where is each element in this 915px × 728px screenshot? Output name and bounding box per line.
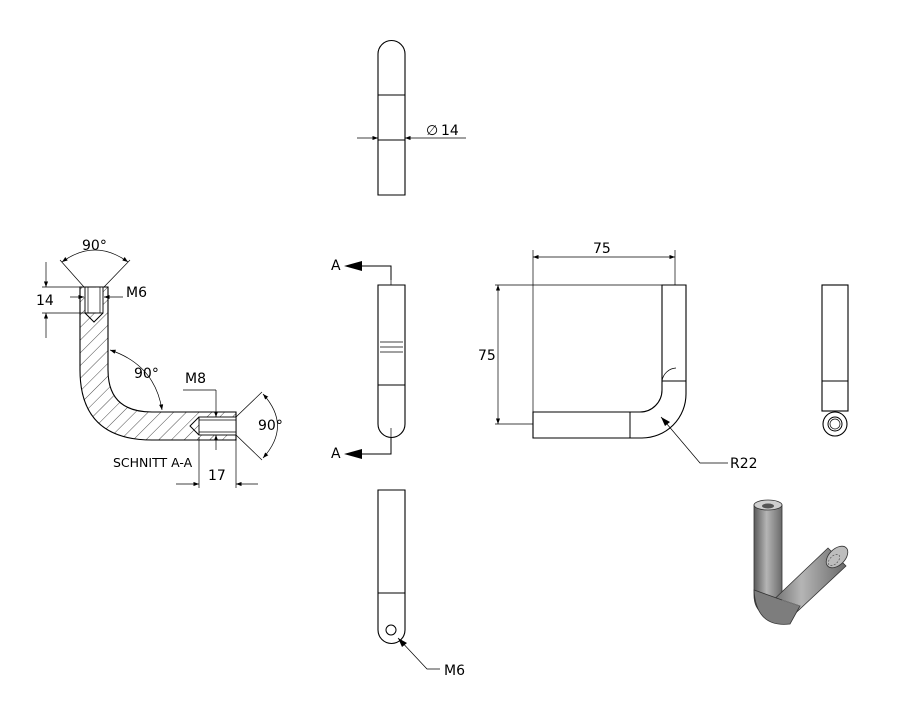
diameter-symbol: ∅ <box>426 123 438 139</box>
cut-mark-top: A <box>331 258 341 274</box>
section-title: SCHNITT A-A <box>113 455 193 470</box>
dim-top-diameter: 14 <box>441 123 459 139</box>
front-view: 75 75 R22 <box>478 241 758 472</box>
dim-chamfer-top: 90° <box>82 238 107 254</box>
dim-thread-top: M6 <box>126 285 147 301</box>
isometric-view <box>753 499 849 625</box>
bottom-view: M6 <box>377 489 465 679</box>
cut-mark-bottom: A <box>331 446 341 462</box>
dim-bend-angle: 90° <box>134 366 159 382</box>
dim-bend-radius: R22 <box>730 456 758 472</box>
dim-thread-side: M8 <box>185 371 206 387</box>
right-view <box>821 284 849 437</box>
dim-bottom-thread: M6 <box>444 663 465 679</box>
dim-chamfer-side: 90° <box>258 418 283 434</box>
dim-front-height: 75 <box>478 348 496 364</box>
dim-front-width: 75 <box>593 241 611 257</box>
section-view: 90° 14 M6 90° M8 90° 17 SCHNITT A-A <box>36 238 283 488</box>
dim-depth-side: 17 <box>208 468 226 484</box>
side-view: A A <box>331 258 406 462</box>
dim-depth-top: 14 <box>36 293 54 309</box>
top-view: ∅ 14 <box>357 39 466 196</box>
